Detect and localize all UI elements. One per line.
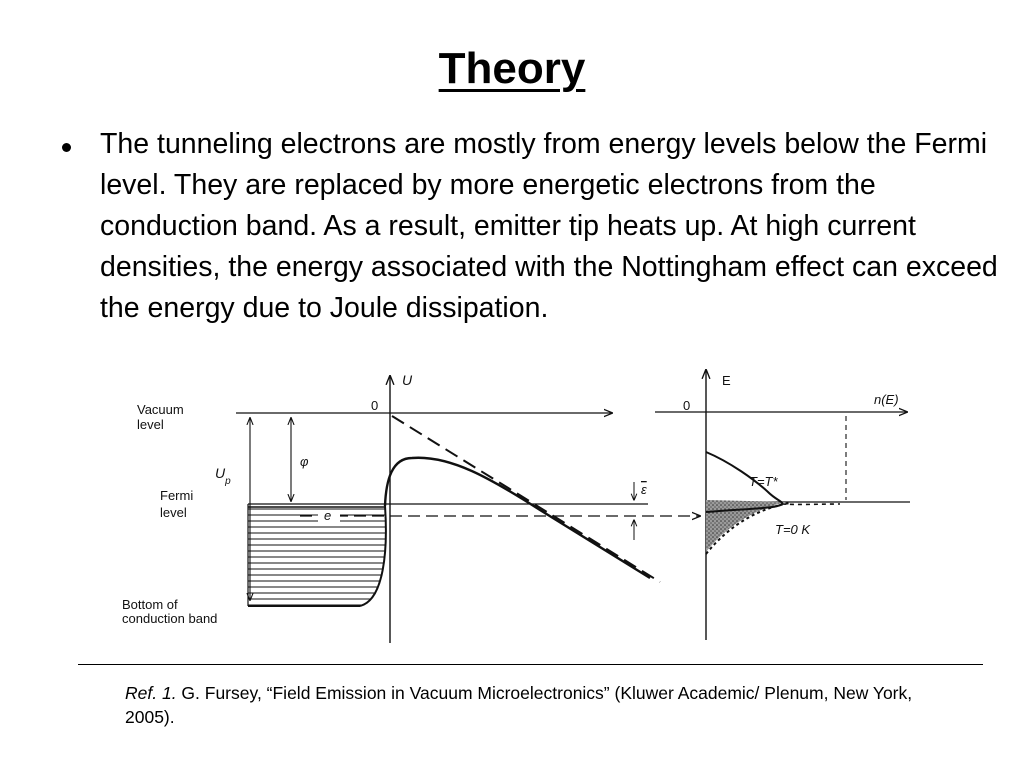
fermi-label: Fermi level xyxy=(160,488,197,520)
u-axis-label: U xyxy=(402,372,413,388)
slide-title: Theory xyxy=(438,44,586,93)
t-star-curve xyxy=(705,451,784,513)
phi-label: φ xyxy=(300,454,309,469)
reference-citation: G. Fursey, “Field Emission in Vacuum Mic… xyxy=(125,683,913,727)
electron-label: e xyxy=(324,508,331,523)
bottom-band-label: Bottom of conduction band xyxy=(122,597,217,626)
well-right-curve xyxy=(359,505,387,607)
epsilon-label: ε xyxy=(641,482,647,497)
u-origin-label: 0 xyxy=(371,398,378,413)
bullet-text: The tunneling electrons are mostly from … xyxy=(100,128,998,324)
divider-line xyxy=(78,664,983,665)
e-axis-label: E xyxy=(722,373,731,388)
potential-barrier-curve xyxy=(383,456,651,580)
t-zero-label: T=0 K xyxy=(775,522,811,537)
right-panel: E 0 n(E) T=T* T=0 K xyxy=(655,370,910,640)
t-star-label: T=T* xyxy=(749,474,778,489)
t-zero-area xyxy=(706,500,786,552)
up-label: Up xyxy=(215,465,231,487)
reference-number: Ref. 1. xyxy=(125,683,177,703)
n-axis-label: n(E) xyxy=(874,392,899,407)
dashed-potential-line xyxy=(391,415,661,583)
e-origin-label: 0 xyxy=(683,398,690,413)
reference-text: Ref. 1. G. Fursey, “Field Emission in Va… xyxy=(125,681,965,729)
conduction-band-hatch xyxy=(248,506,386,606)
bullet-dot xyxy=(62,143,71,152)
left-panel: U 0 Vacuum level Fermi level Up φ Bottom… xyxy=(122,372,700,643)
vacuum-label: Vacuum level xyxy=(137,402,187,432)
